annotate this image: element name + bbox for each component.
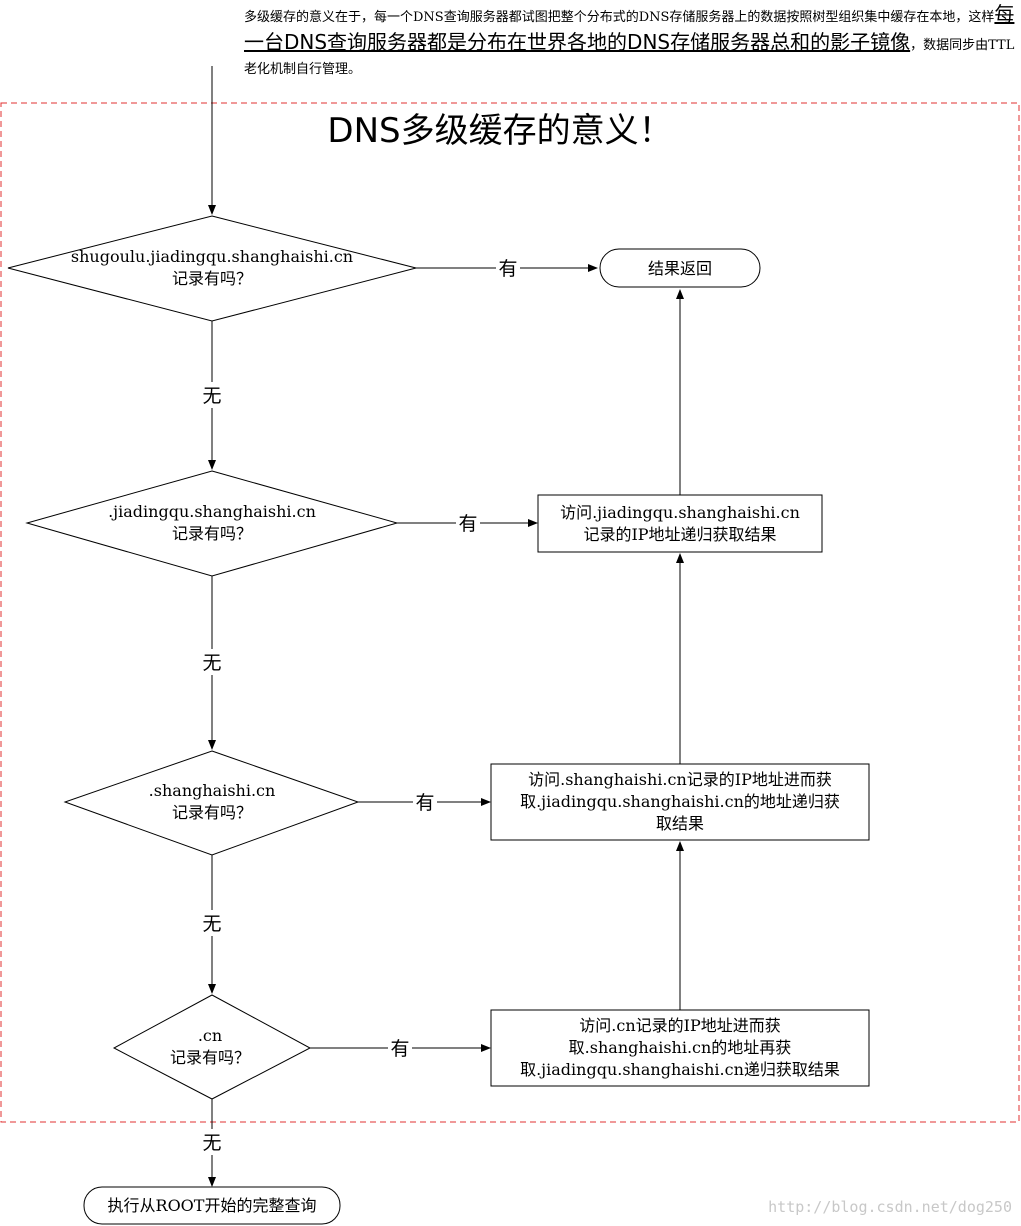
label-no-1: 无	[202, 385, 221, 407]
label-bg-no-3	[200, 910, 224, 936]
process-3-line-2: 取.shanghaishi.cn的地址再获	[569, 1038, 792, 1057]
label-bg-yes-1	[496, 256, 520, 280]
decision-2-domain: .jiadingqu.shanghaishi.cn	[108, 502, 316, 521]
intro-paragraph: 多级缓存的意义在于，每一个DNS查询服务器都试图把整个分布式的DNS存储服务器上…	[244, 2, 1018, 82]
label-no-3: 无	[202, 913, 221, 935]
decision-2-question: 记录有吗？	[172, 524, 252, 543]
decision-3-question: 记录有吗？	[172, 803, 252, 822]
label-yes-1: 有	[498, 258, 517, 280]
cache-boundary-frame	[0, 102, 1020, 1123]
label-no-4: 无	[202, 1132, 221, 1154]
decision-node-1	[7, 215, 417, 322]
process-2-line-1: 访问.shanghaishi.cn记录的IP地址进而获	[528, 770, 832, 789]
intro-text-end: ，数据同步由TTL老化机制自行管理。	[244, 38, 1015, 77]
process-node-1	[537, 494, 823, 553]
decision-node-3	[63, 750, 360, 856]
decision-1-domain: shugoulu.jiadingqu.shanghaishi.cn	[71, 247, 353, 266]
diagram-title: DNS多级缓存的意义！	[327, 111, 672, 151]
label-yes-4: 有	[390, 1038, 409, 1060]
label-bg-no-1	[200, 382, 224, 408]
label-bg-yes-2	[456, 511, 480, 535]
watermark: http://blog.csdn.net/dog250	[768, 1198, 1012, 1216]
label-no-2: 无	[202, 652, 221, 674]
decision-3-domain: .shanghaishi.cn	[149, 781, 276, 800]
label-yes-3: 有	[415, 792, 434, 814]
process-1-line-2: 记录的IP地址递归获取结果	[583, 525, 776, 544]
process-2-line-3: 取结果	[656, 814, 704, 833]
process-2-line-2: 取.jiadingqu.shanghaishi.cn的地址递归获	[520, 792, 840, 811]
label-bg-no-4	[200, 1129, 224, 1155]
final-node-label: 执行从ROOT开始的完整查询	[108, 1196, 317, 1215]
label-bg-no-2	[200, 649, 224, 675]
label-yes-2: 有	[458, 513, 477, 535]
process-3-line-3: 取.jiadingqu.shanghaishi.cn递归获取结果	[520, 1060, 840, 1079]
decision-node-4	[112, 994, 312, 1100]
process-node-2	[490, 763, 870, 841]
decision-node-2	[25, 470, 399, 577]
process-3-line-1: 访问.cn记录的IP地址进而获	[579, 1016, 780, 1035]
label-bg-yes-3	[413, 790, 437, 814]
label-bg-yes-4	[388, 1036, 412, 1060]
decision-1-question: 记录有吗？	[172, 269, 252, 288]
intro-emphasis: 每一台DNS查询服务器都是分布在世界各地的DNS存储服务器总和的影子镜像	[244, 2, 1015, 54]
result-node	[599, 248, 761, 288]
result-node-label: 结果返回	[648, 259, 712, 278]
final-node	[83, 1186, 341, 1225]
process-node-3	[490, 1009, 870, 1087]
decision-4-question: 记录有吗？	[170, 1048, 250, 1067]
process-1-line-1: 访问.jiadingqu.shanghaishi.cn	[560, 503, 800, 522]
intro-text-start: 多级缓存的意义在于，每一个DNS查询服务器都试图把整个分布式的DNS存储服务器上…	[244, 10, 995, 25]
decision-4-domain: .cn	[198, 1026, 222, 1045]
